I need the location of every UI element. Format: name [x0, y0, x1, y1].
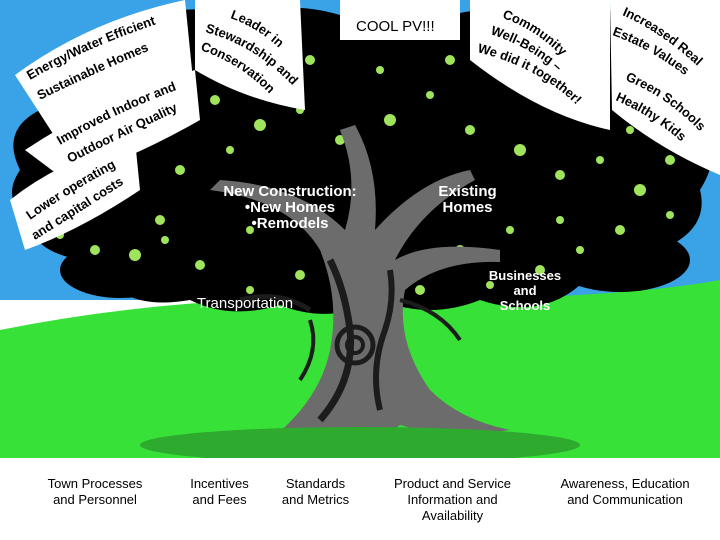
root-awareness-line-1: Awareness, Education [560, 476, 690, 491]
branch-existing-homes-line-1: Existing [438, 183, 497, 200]
root-incentives-line-2: and Fees [192, 492, 247, 507]
root-standards: Standards and Metrics [268, 476, 363, 508]
branch-businesses-line-2: and [513, 283, 537, 298]
branch-existing-homes: Existing Homes [420, 184, 515, 216]
branch-transportation: Transportation [196, 295, 294, 312]
root-town-processes-line-2: and Personnel [53, 492, 137, 507]
root-product-service-line-3: Availability [421, 508, 484, 523]
root-town-processes-line-1: Town Processes [47, 476, 143, 491]
root-standards-line-2: and Metrics [281, 492, 350, 507]
root-awareness: Awareness, Education and Communication [540, 476, 710, 508]
branch-new-construction: New Construction: •New Homes •Remodels [195, 184, 385, 232]
branch-existing-homes-line-2: Homes [442, 199, 493, 216]
root-town-processes: Town Processes and Personnel [20, 476, 170, 508]
roots-panel [0, 458, 720, 540]
slide-title: COOL PV!!! [356, 18, 435, 35]
arc-label-backgrounds [10, 0, 720, 250]
root-product-service-line-2: Information and [407, 492, 498, 507]
root-product-service-line-1: Product and Service [393, 476, 512, 491]
branch-businesses-schools: Businesses and Schools [475, 268, 575, 313]
branch-businesses-line-3: Schools [499, 298, 551, 313]
branch-new-construction-item-remodels: •Remodels [251, 215, 329, 232]
root-incentives-line-1: Incentives [190, 476, 249, 491]
tree-trunk [210, 125, 510, 443]
branch-new-construction-item-new-homes: •New Homes [244, 199, 336, 216]
branch-businesses-line-1: Businesses [488, 268, 562, 283]
ground-shadow [140, 427, 580, 463]
root-incentives: Incentives and Fees [172, 476, 267, 508]
root-standards-line-1: Standards [285, 476, 346, 491]
root-product-service: Product and Service Information and Avai… [370, 476, 535, 524]
root-awareness-line-2: and Communication [567, 492, 683, 507]
branch-new-construction-title: New Construction: [223, 183, 357, 200]
